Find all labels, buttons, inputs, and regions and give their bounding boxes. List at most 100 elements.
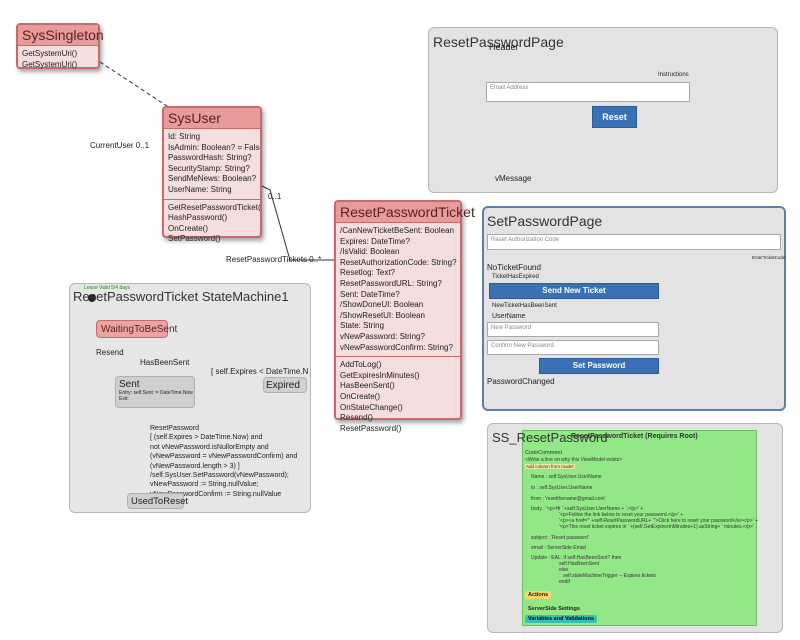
column-line: self.stateMachineTrigger -- Expires tick…: [563, 573, 656, 579]
reset-line: not vNewPassword.isNullorEmpty and: [150, 443, 269, 451]
method: AddToLog(): [340, 360, 382, 370]
user-multiplicity-label: 0..1: [268, 192, 282, 201]
reset-button[interactable]: Reset: [592, 106, 637, 128]
attribute: IsAdmin: Boolean? = False: [168, 142, 260, 152]
column-line: '<p><a href="' +self.ResetPasswordURL+ '…: [559, 518, 758, 524]
tickets-association-label: ResetPasswordTickets 0..*: [226, 255, 322, 264]
reset-line: (vNewPassword.length > 3) ]: [150, 462, 240, 470]
password-changed-label: PasswordChanged: [487, 377, 555, 386]
method: GetResetPasswordTicket(): [168, 202, 260, 212]
viewmodel-editor[interactable]: ResetPasswordTicket (Requires Root) Code…: [522, 430, 758, 626]
new-password-input[interactable]: New Password: [487, 322, 659, 337]
column-line[interactable]: body : '<p>Hi ' +self.SysUser.UserName +…: [531, 506, 644, 512]
attributes-section: Id: String IsAdmin: Boolean? = False Pas…: [164, 129, 260, 200]
set-password-page-panel[interactable]: SetPasswordPage Reset Authorization Code…: [482, 206, 786, 411]
method: GetSystemUri(): [22, 49, 78, 58]
method: OnCreate(): [340, 391, 381, 401]
state-machine-title: ResetPasswordTicket StateMachine1: [73, 289, 289, 304]
state-sent-label: Sent: [119, 379, 140, 390]
state-sent-exit: Exit:: [119, 396, 129, 402]
reset-line: [ (self.Expires > DateTime.Now) and: [150, 434, 263, 442]
column-line[interactable]: email : ServerSide Email: [531, 545, 586, 551]
column-line[interactable]: Update : EAL: if self.HasBeenSent? then: [531, 555, 622, 561]
confirm-password-input[interactable]: Confirm New Password: [487, 340, 659, 355]
reset-line: /self.SysUser.SetPassword(vNewPassword);: [150, 472, 289, 480]
singleton-user-link: [99, 61, 171, 109]
method: HashPassword(): [168, 213, 228, 223]
transition-has-been-sent: HasBeenSent: [140, 358, 190, 367]
no-ticket-found-label: NoTicketFound: [487, 263, 541, 272]
method: OnStateChange(): [340, 402, 403, 412]
send-new-ticket-button[interactable]: Send New Ticket: [489, 283, 659, 299]
attribute: State: String: [340, 321, 385, 331]
attribute: vNewPasswordConfirm: String?: [340, 342, 453, 352]
state-sent[interactable]: Sent Entry: self.Sent := DateTime.Now Ex…: [115, 376, 195, 408]
authorization-code-input[interactable]: Reset Authorization Code: [487, 234, 781, 250]
username-label: UserName: [492, 313, 526, 320]
actions-section[interactable]: Actions: [525, 591, 552, 599]
current-user-label: CurrentUser 0..1: [90, 141, 150, 150]
state-expired[interactable]: Expired: [263, 377, 307, 393]
reset-password-page-panel[interactable]: ResetPasswordPage Header Instructions Em…: [428, 27, 778, 193]
class-title: SysSingleton: [18, 25, 104, 46]
transition-expires-guard: [ self.Expires < DateTime.Now: [211, 367, 308, 376]
column-line[interactable]: to : self.SysUser.UserName: [531, 485, 593, 491]
ss-reset-password-panel[interactable]: ResetPasswordTicket (Requires Root) Code…: [487, 423, 783, 633]
methods-section: GetResetPasswordTicket() HashPassword() …: [164, 200, 260, 248]
class-title: ResetPasswordTicket: [336, 202, 475, 223]
email-input[interactable]: Email Address: [486, 82, 690, 102]
sys-user-class[interactable]: SysUser Id: String IsAdmin: Boolean? = F…: [162, 106, 262, 243]
attribute: Sent: DateTime?: [340, 289, 400, 299]
page-title: SetPasswordPage: [487, 213, 603, 229]
reset-line: ResetPassword: [150, 425, 200, 432]
attribute: SendMeNews: Boolean?: [168, 174, 257, 184]
attribute: UserName: String: [168, 184, 232, 194]
method: ResetPassword(): [340, 423, 402, 433]
column-line: self.HasBeenSent: [559, 561, 600, 567]
server-side-settings-section[interactable]: ServerSide Settings: [525, 605, 583, 613]
instructions-label: Instructions: [658, 72, 689, 78]
attribute: Id: String: [168, 132, 201, 141]
state-waiting-to-be-sent[interactable]: WaitingToBeSent: [96, 320, 177, 338]
attribute: ResetAuthorizationCode: String?: [340, 257, 457, 267]
column-line: else: [559, 567, 569, 573]
attribute: Expires: DateTime?: [340, 236, 410, 246]
reset-line: (vNewPassword = vNewPasswordConfirm) and: [150, 453, 298, 461]
method: GetSystemUri(): [22, 59, 78, 69]
column-line: endif: [559, 579, 570, 585]
state-used-to-reset[interactable]: UsedToReset: [127, 493, 188, 509]
column-line[interactable]: Name : self.SysUser.UserName: [531, 474, 602, 480]
initial-state-label: Lease Valid 5/4 days: [84, 285, 131, 291]
column-line: '<p>This reset ticket expires in ' +(sel…: [559, 524, 754, 530]
attribute: vNewPassword: String?: [340, 331, 425, 341]
message-label: vMessage: [495, 174, 532, 183]
enter-ticket-code-label: EnterTicketCode: [752, 255, 786, 260]
variables-validations-section[interactable]: Variables and Validations: [525, 615, 598, 623]
column-line[interactable]: from : 'resetthename@gmail.com': [531, 496, 606, 502]
attribute: /ShowDoneUI: Boolean: [340, 300, 424, 310]
attribute: SecurityStamp: String?: [168, 163, 250, 173]
attribute: /ShowResetUI: Boolean: [340, 310, 425, 320]
sys-singleton-class[interactable]: SysSingleton GetSystemUri() GetSystemUri…: [16, 23, 104, 69]
method: Resend(): [340, 413, 373, 423]
viewmodel-root-label[interactable]: ResetPasswordTicket (Requires Root): [571, 433, 698, 440]
methods-section: AddToLog() GetExpiresInMinutes() HasBeen…: [336, 357, 460, 437]
state-sent-entry: Entry: self.Sent := DateTime.Now: [119, 390, 193, 396]
initial-state-dot: [88, 294, 96, 302]
set-password-button[interactable]: Set Password: [539, 358, 659, 374]
comment-text[interactable]: <Write a line on why this ViewModel exis…: [525, 457, 623, 463]
transition-reset-password: ResetPassword [ (self.Expires > DateTime…: [150, 424, 297, 499]
transition-resend: Resend: [96, 348, 124, 357]
page-title: SS_ResetPassword: [492, 430, 608, 445]
reset-password-ticket-class[interactable]: ResetPasswordTicket /CanNewTicketBeSent:…: [334, 200, 475, 433]
page-title: ResetPasswordPage: [433, 34, 564, 50]
column-line: '<p>Follow the link below to reset your …: [559, 512, 684, 518]
attribute: Resetlog: Text?: [340, 268, 395, 278]
method: HasBeenSent(): [340, 381, 395, 391]
class-title: SysUser: [164, 108, 260, 129]
column-line[interactable]: subject : 'Reset password': [531, 535, 589, 541]
reset-line: vNewPasswordConfirm := String.nullValue: [150, 490, 282, 498]
header-label: Header: [489, 42, 519, 52]
add-column-link[interactable]: Add column from model: [525, 464, 575, 469]
new-ticket-sent-label: NewTicketHasBeenSent: [492, 303, 557, 309]
